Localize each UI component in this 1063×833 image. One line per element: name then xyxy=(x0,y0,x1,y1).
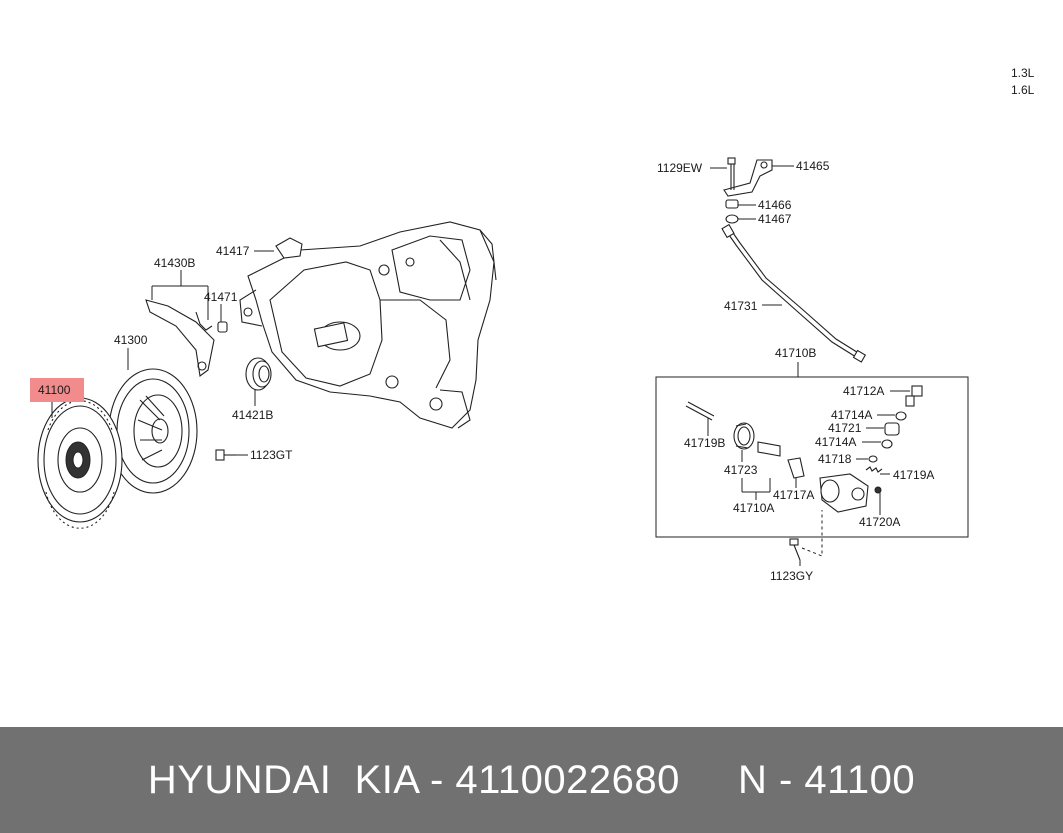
transmission-assembly xyxy=(37,221,497,529)
engine-note-2: 1.6L xyxy=(1011,83,1035,97)
label-41712A: 41712A xyxy=(843,384,884,398)
label-1129EW: 1129EW xyxy=(657,161,703,175)
label-41421B: 41421B xyxy=(232,408,273,422)
label-1123GY: 1123GY xyxy=(770,569,813,583)
label-41714A-1: 41714A xyxy=(831,408,872,422)
label-41717A: 41717A xyxy=(773,488,814,502)
hydraulic-assembly xyxy=(655,157,969,566)
part-number-footer: HYUNDAI KIA - 4110022680 N - 41100 xyxy=(0,727,1063,833)
label-41710A: 41710A xyxy=(733,501,774,515)
label-41300: 41300 xyxy=(114,333,148,347)
label-41720A: 41720A xyxy=(859,515,900,529)
label-1123GT: 1123GT xyxy=(250,448,293,462)
label-41731: 41731 xyxy=(724,299,758,313)
label-41100: 41100 xyxy=(38,383,71,397)
parts-diagram: 1.3L 1.6L xyxy=(30,66,1035,583)
label-41430B: 41430B xyxy=(154,256,195,270)
label-41467: 41467 xyxy=(758,212,792,226)
label-41471: 41471 xyxy=(204,290,238,304)
footer-part-number: HYUNDAI KIA - 4110022680 N - 41100 xyxy=(147,757,916,802)
label-41719B: 41719B xyxy=(684,436,725,450)
label-41465: 41465 xyxy=(796,159,830,173)
engine-note-1: 1.3L xyxy=(1011,66,1035,80)
label-41710B: 41710B xyxy=(775,346,816,360)
label-41719A: 41719A xyxy=(893,468,934,482)
label-41723: 41723 xyxy=(724,463,758,477)
label-41714A-2: 41714A xyxy=(815,435,856,449)
label-41721: 41721 xyxy=(828,421,862,435)
label-41466: 41466 xyxy=(758,198,792,212)
label-41718: 41718 xyxy=(818,452,852,466)
label-41417: 41417 xyxy=(216,244,250,258)
highlight-41100 xyxy=(30,378,84,402)
